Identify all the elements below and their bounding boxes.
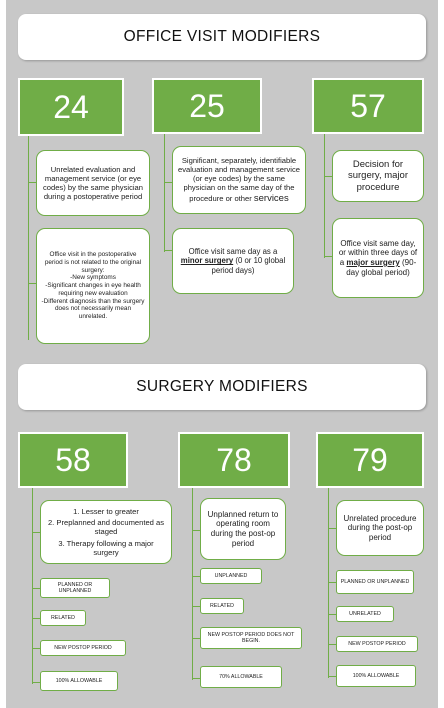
office-visit-modifiers-banner: OFFICE VISIT MODIFIERS — [18, 14, 426, 60]
surgery-section-title: SURGERY MODIFIERS — [136, 378, 308, 395]
modifier-24-description: Office visit in the postoperative period… — [36, 228, 150, 344]
connector-79 — [328, 488, 329, 678]
modifier-57-header: 57 — [312, 78, 424, 134]
modifier-58-tag-relation: RELATED — [40, 610, 86, 626]
modifier-78-tag-allowable: 70% ALLOWABLE — [200, 666, 282, 688]
modifier-78-definition: Unplanned return to operating room durin… — [200, 498, 286, 560]
modifier-79-tag-relation: UNRELATED — [336, 606, 394, 622]
office-section-title: OFFICE VISIT MODIFIERS — [123, 28, 321, 45]
modifier-79-tag-planning: PLANNED OR UNPLANNED — [336, 570, 414, 594]
modifier-25-header: 25 — [152, 78, 262, 134]
modifier-79-tag-postop: NEW POSTOP PERIOD — [336, 636, 418, 652]
modifier-79-tag-allowable: 100% ALLOWABLE — [336, 665, 416, 687]
modifier-78-tag-planning: UNPLANNED — [200, 568, 262, 584]
modifier-58-tag-postop: NEW POSTOP PERIOD — [40, 640, 126, 656]
connector-24 — [28, 136, 29, 340]
connector-25 — [164, 134, 165, 252]
modifier-25-description: Office visit same day as a minor surgery… — [172, 228, 294, 294]
modifier-58-header: 58 — [18, 432, 128, 488]
connector-58 — [32, 488, 33, 684]
surgery-modifiers-banner: SURGERY MODIFIERS — [18, 364, 426, 410]
infographic: OFFICE VISIT MODIFIERS 24 Unrelated eval… — [6, 0, 438, 708]
connector-57 — [324, 134, 325, 258]
modifier-78-header: 78 — [178, 432, 290, 488]
modifier-24-header: 24 — [18, 78, 124, 136]
connector-78 — [192, 488, 193, 680]
modifier-58-tag-allowable: 100% ALLOWABLE — [40, 671, 118, 691]
modifier-78-tag-postop: NEW POSTOP PERIOD DOES NOT BEGIN. — [200, 627, 302, 649]
modifier-57-description: Office visit same day, or within three d… — [332, 218, 424, 298]
modifier-78-tag-relation: RELATED — [200, 598, 244, 614]
modifier-79-definition: Unrelated procedure during the post-op p… — [336, 500, 424, 556]
modifier-57-definition: Decision for surgery, major procedure — [332, 150, 424, 202]
modifier-24-definition: Unrelated evaluation and management serv… — [36, 150, 150, 216]
modifier-79-header: 79 — [316, 432, 424, 488]
modifier-58-definition: 1. Lesser to greater 2. Preplanned and d… — [40, 500, 172, 564]
modifier-58-tag-planning: PLANNED OR UNPLANNED — [40, 578, 110, 598]
modifier-25-definition: Significant, separately, identifiable ev… — [172, 146, 306, 214]
